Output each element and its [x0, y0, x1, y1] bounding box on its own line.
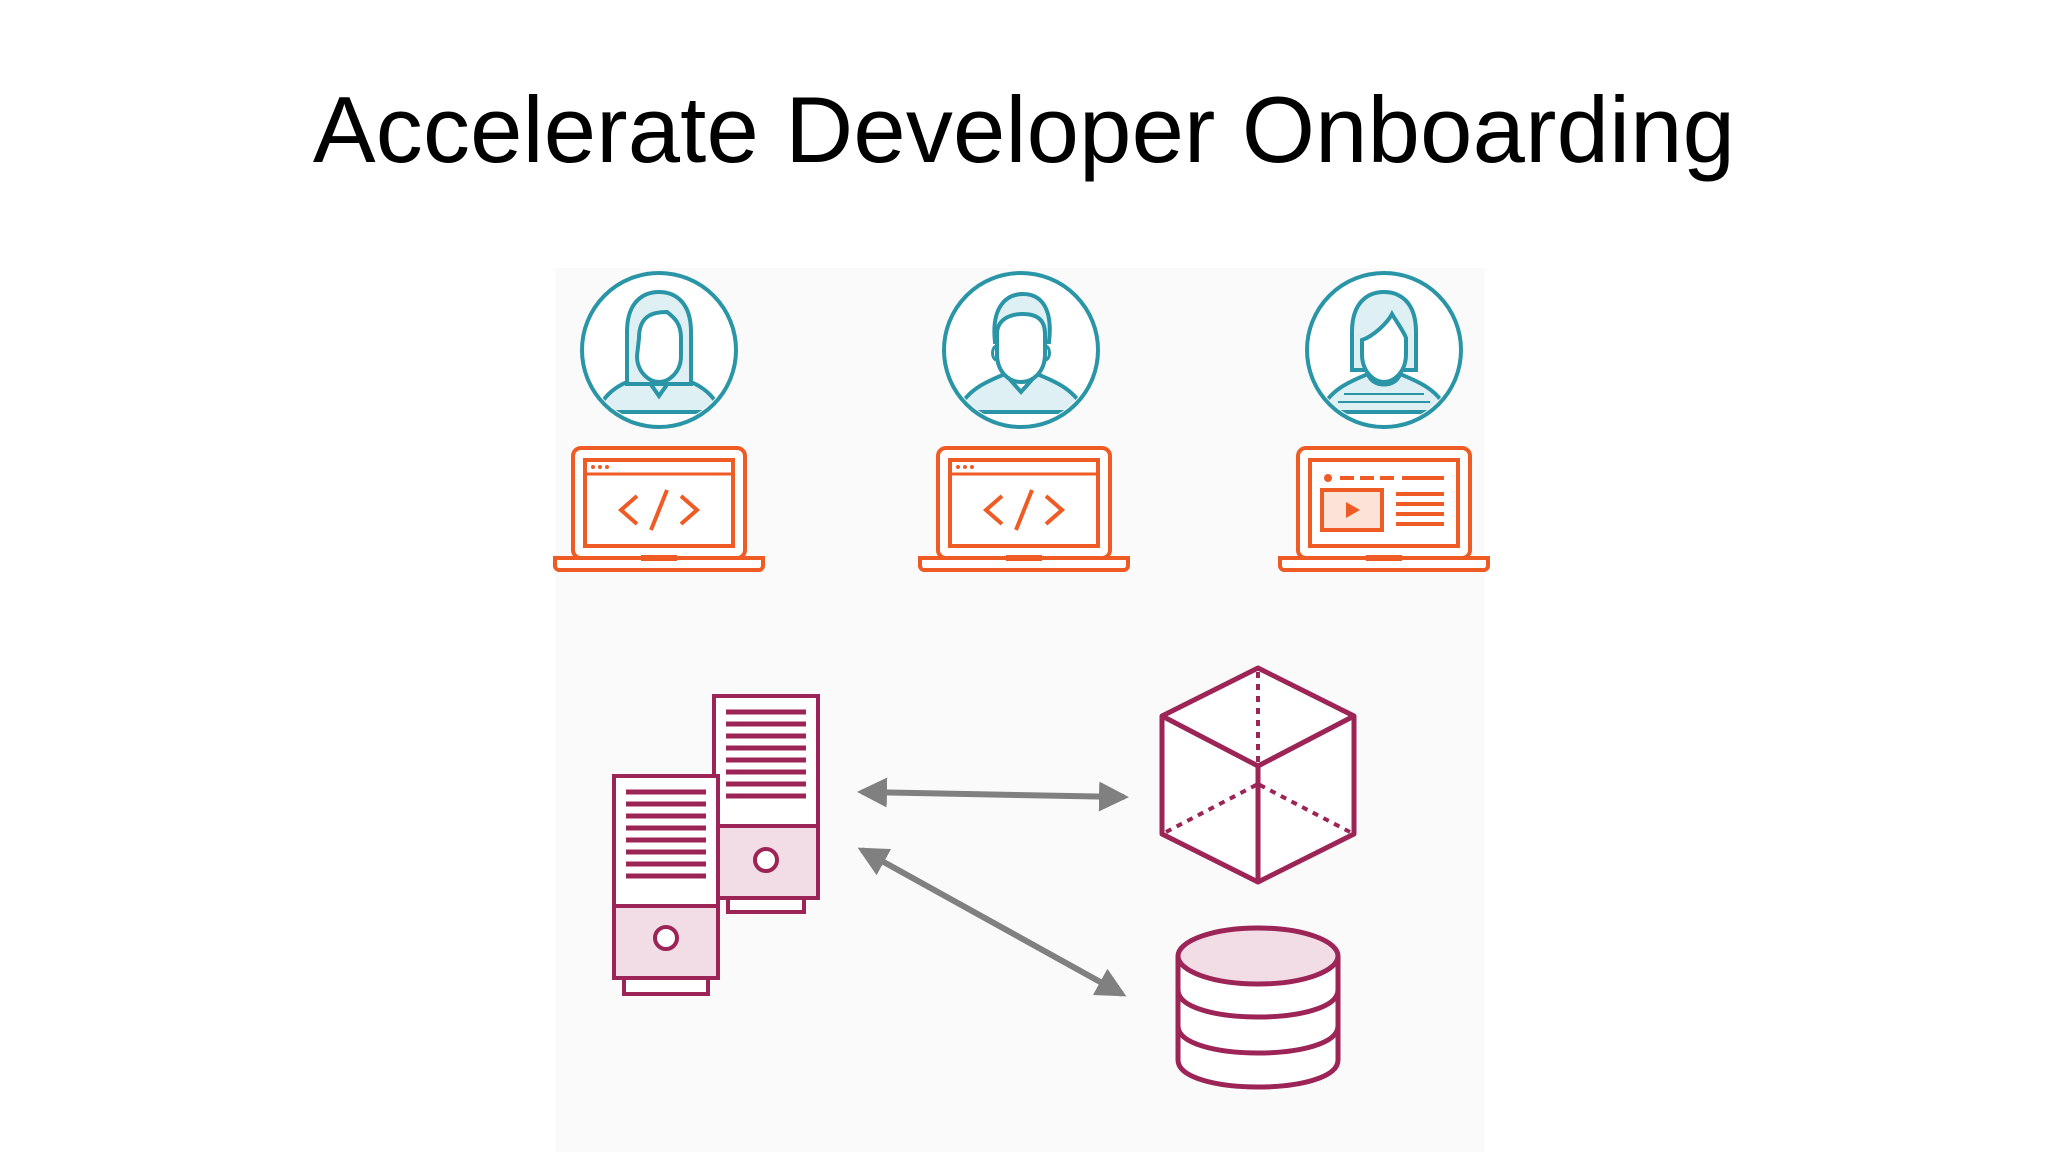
developer-3 [1278, 271, 1490, 572]
slide-title: Accelerate Developer Onboarding [312, 77, 1736, 182]
database-icon [1175, 925, 1341, 1090]
servers-icon [612, 694, 820, 996]
double-arrow-icon [857, 847, 1127, 997]
connector-arrows [857, 777, 1129, 997]
laptop-code-icon [918, 446, 1130, 572]
double-arrow-icon [857, 777, 1129, 812]
laptop-video-icon [1278, 446, 1490, 572]
woman-avatar-icon [580, 271, 738, 429]
man-avatar-icon [942, 271, 1100, 429]
developer-2 [918, 271, 1130, 572]
woman-avatar-icon [1305, 271, 1463, 429]
laptop-code-icon [553, 446, 765, 572]
developer-1 [553, 271, 765, 572]
cube-icon [1159, 665, 1357, 885]
